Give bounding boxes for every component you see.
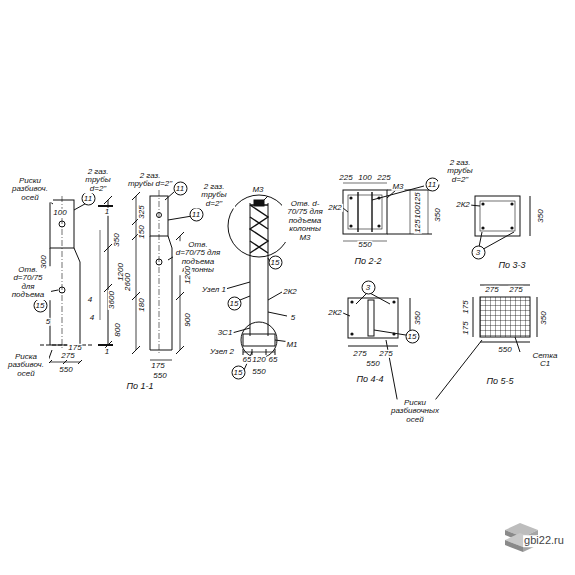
column-body (50, 248, 80, 345)
drawing-note: 2 газ. трубы d=2" (127, 172, 173, 189)
dimension-number: 300 (40, 254, 48, 269)
dimension-number: 1200 (184, 265, 192, 285)
node-detail-circle (228, 195, 290, 257)
drawing-note: 2К2 (455, 201, 471, 209)
drawing-note: 3С1 (217, 329, 234, 337)
dimension-number: 550 (357, 241, 372, 249)
dimension-number: 180 (138, 297, 146, 312)
callout-number: 3 (366, 283, 370, 292)
drawing-note: gbi22.ru (523, 535, 565, 547)
drawing-note: Риска разбивоч. осей (3, 353, 49, 378)
dimension-number: 225 (376, 174, 391, 182)
drawing-note: По 4-4 (355, 375, 384, 384)
drawing-note: 2К2 (327, 204, 343, 212)
drawing-note: Сетка С1 (528, 352, 562, 369)
callout-number: 15 (271, 258, 280, 267)
drawing-note: По 5-5 (485, 377, 514, 386)
dimension-number: 550 (251, 368, 266, 376)
dimension-number: 225 (338, 174, 353, 182)
callout-number: 11 (192, 210, 200, 219)
dimension-number: 1 (104, 348, 110, 356)
callout-circle: 3 (471, 245, 486, 260)
drawing-note: Риски разбивоч. осей (7, 177, 53, 202)
drawing-note: По 2-2 (353, 257, 382, 266)
callout-number: 3 (476, 248, 480, 257)
drawing-note: 2К2 (282, 288, 298, 296)
drawing-note: По 3-3 (497, 261, 526, 270)
callout-number: 15 (234, 368, 243, 377)
drawing-note: 2 газ. трубы d=2" (77, 168, 119, 193)
dimension-number: 900 (184, 312, 192, 327)
dimension-number: 275 (60, 352, 75, 360)
drawing-note: Отв. d-70/75 для подъема колонны М3 (282, 200, 328, 242)
dimension-number: 1 (104, 208, 110, 216)
drawing-note: 2 газ. трубы d=2" (438, 159, 482, 184)
dimension-number: 100 (357, 174, 372, 182)
dimension-number: 4 (89, 314, 95, 322)
dimension-number: 350 (414, 310, 422, 325)
callout-number: 15 (408, 332, 417, 341)
dimension-number: 150 (138, 224, 146, 239)
dimension-number: 120 (251, 356, 266, 364)
dimension-number: 175 (462, 299, 470, 314)
dimension-number: 275 (352, 350, 367, 358)
callout-circle: 11 (173, 181, 188, 196)
drawing-note: Узел 2 (209, 348, 235, 356)
dimension-number: 3600 (108, 290, 116, 310)
drawing-note: М3 (251, 186, 264, 194)
drawing-note: 2 газ. трубы d=2" (193, 183, 235, 208)
callout-circle: 15 (231, 365, 246, 380)
drawing-note: М3 (391, 183, 404, 191)
dimension-number: 550 (58, 366, 73, 374)
callout-number: 15 (36, 301, 45, 310)
dimension-number: 275 (378, 350, 393, 358)
dimension-number: 350 (434, 207, 442, 222)
dimension-number: 325 (138, 204, 146, 219)
callout-number: 11 (176, 184, 184, 193)
callout-circle: 15 (227, 296, 242, 311)
callout-circle: 3 (361, 280, 376, 295)
dimension-number: 2600 (124, 272, 132, 292)
dimension-number: 100 (52, 209, 67, 217)
drawing-note: 2К2 (327, 309, 343, 317)
drawing-note: М1 (285, 341, 298, 349)
drawing-note: По 1-1 (125, 382, 154, 391)
drawing-note: Риски разбивочных осей (384, 399, 446, 424)
callout-number: 15 (230, 299, 239, 308)
callout-circle: 15 (405, 329, 420, 344)
dimension-number: 550 (152, 372, 167, 380)
dimension-number: 800 (114, 322, 122, 337)
callout-circle: 15 (268, 255, 283, 270)
dimension-number: 275 (508, 286, 523, 294)
dimension-number: 550 (497, 346, 512, 354)
dimension-number: 275 (484, 286, 499, 294)
dimension-number: 5 (45, 318, 51, 326)
callout-number: 11 (428, 180, 436, 189)
callout-number: 11 (84, 194, 92, 203)
dimension-number: 350 (537, 208, 545, 223)
dimension-number: 125 (414, 218, 422, 233)
dimension-number: 175 (150, 362, 165, 370)
dimension-number: 65 (268, 356, 279, 364)
node-detail-circle (241, 322, 277, 358)
dimension-number: 350 (113, 232, 121, 247)
drawing-note: Узел 1 (201, 286, 227, 294)
dimension-number: 175 (462, 320, 470, 335)
drawing-note: Отв. d=70/75 для подъема колонны (173, 241, 223, 275)
dimension-number: 550 (365, 360, 380, 368)
dimension-number: 4 (87, 296, 93, 304)
drawing-note: Отв. d=70/75 для подъема (5, 266, 51, 300)
dimension-number: 350 (540, 310, 548, 325)
dimension-number: 5 (290, 314, 296, 322)
callout-circle: 11 (189, 207, 204, 222)
